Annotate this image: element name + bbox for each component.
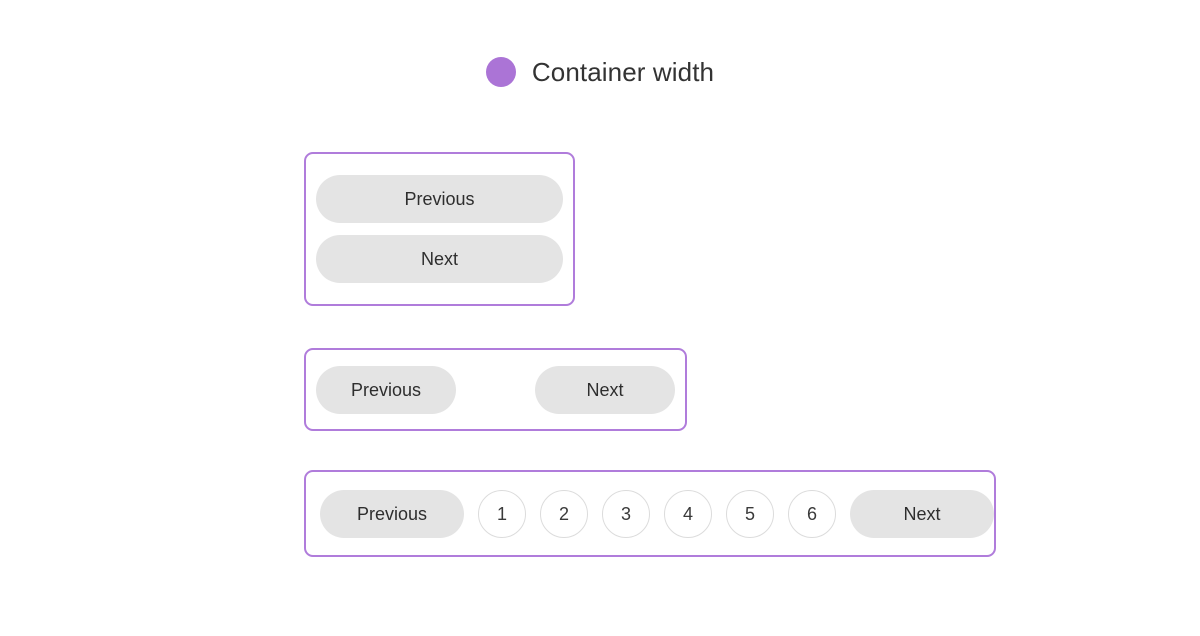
previous-button[interactable]: Previous bbox=[320, 489, 464, 538]
page-number-5[interactable]: 5 bbox=[726, 489, 774, 538]
page-title: Container width bbox=[531, 57, 715, 87]
page-number-1[interactable]: 1 bbox=[478, 489, 526, 538]
page-number-3[interactable]: 3 bbox=[602, 489, 650, 538]
page-heading: Container width bbox=[0, 57, 1200, 87]
page-number-2[interactable]: 2 bbox=[540, 489, 588, 538]
next-button[interactable]: Next bbox=[850, 489, 994, 538]
next-button[interactable]: Next bbox=[535, 365, 675, 414]
pagination-container-wide: Previous 1 2 3 4 5 6 Next bbox=[304, 470, 996, 557]
purple-circle-icon bbox=[485, 57, 516, 87]
pagination-container-medium: Previous Next bbox=[304, 348, 687, 431]
page-number-list: 1 2 3 4 5 6 bbox=[478, 489, 836, 538]
page-number-6[interactable]: 6 bbox=[788, 489, 836, 538]
next-button[interactable]: Next bbox=[316, 235, 563, 283]
previous-button[interactable]: Previous bbox=[316, 175, 563, 223]
previous-button[interactable]: Previous bbox=[316, 365, 456, 414]
page-number-4[interactable]: 4 bbox=[664, 489, 712, 538]
pagination-container-narrow: Previous Next bbox=[304, 152, 575, 306]
